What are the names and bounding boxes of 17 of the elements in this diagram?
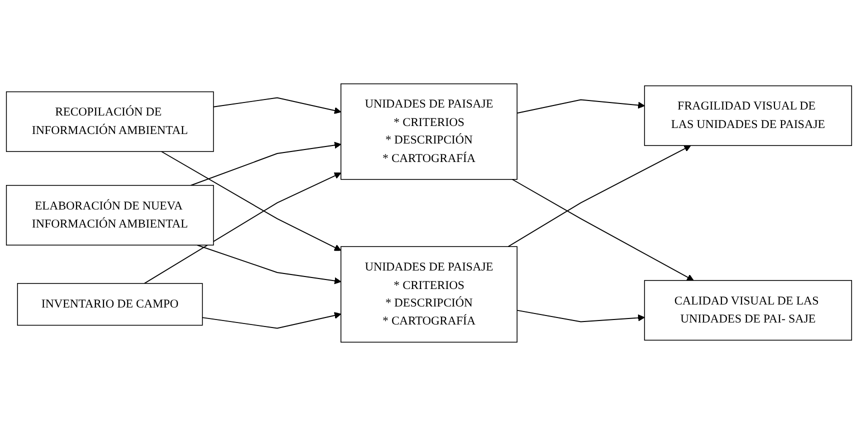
arrow	[516, 310, 645, 322]
node-box: ELABORACIÓN DE NUEVA INFORMACIÓN AMBIENTAL	[6, 184, 214, 246]
arrow	[202, 312, 342, 329]
node-box: UNIDADES DE PAISAJE * CRITERIOS * DESCRIPCIÓN * CARTOGRAFÍA	[340, 246, 518, 343]
node-box: UNIDADES DE PAISAJE * CRITERIOS * DESCRIPCIÓN * CARTOGRAFÍA	[340, 83, 518, 180]
arrow	[160, 151, 342, 251]
arrow	[516, 99, 645, 114]
node-box: INVENTARIO DE CAMPO	[17, 283, 203, 326]
arrow	[190, 142, 342, 186]
arrow	[213, 97, 342, 114]
arrow	[144, 172, 342, 284]
arrow	[508, 145, 692, 248]
node-box: RECOPILACIÓN DE INFORMACIÓN AMBIENTAL	[6, 91, 214, 152]
arrow	[196, 244, 342, 284]
node-box: FRAGILIDAD VISUAL DE LAS UNIDADES DE PAISAJE	[644, 85, 852, 146]
arrow	[512, 178, 694, 281]
node-box: CALIDAD VISUAL DE LAS UNIDADES DE PAI- SAJE	[644, 280, 852, 341]
